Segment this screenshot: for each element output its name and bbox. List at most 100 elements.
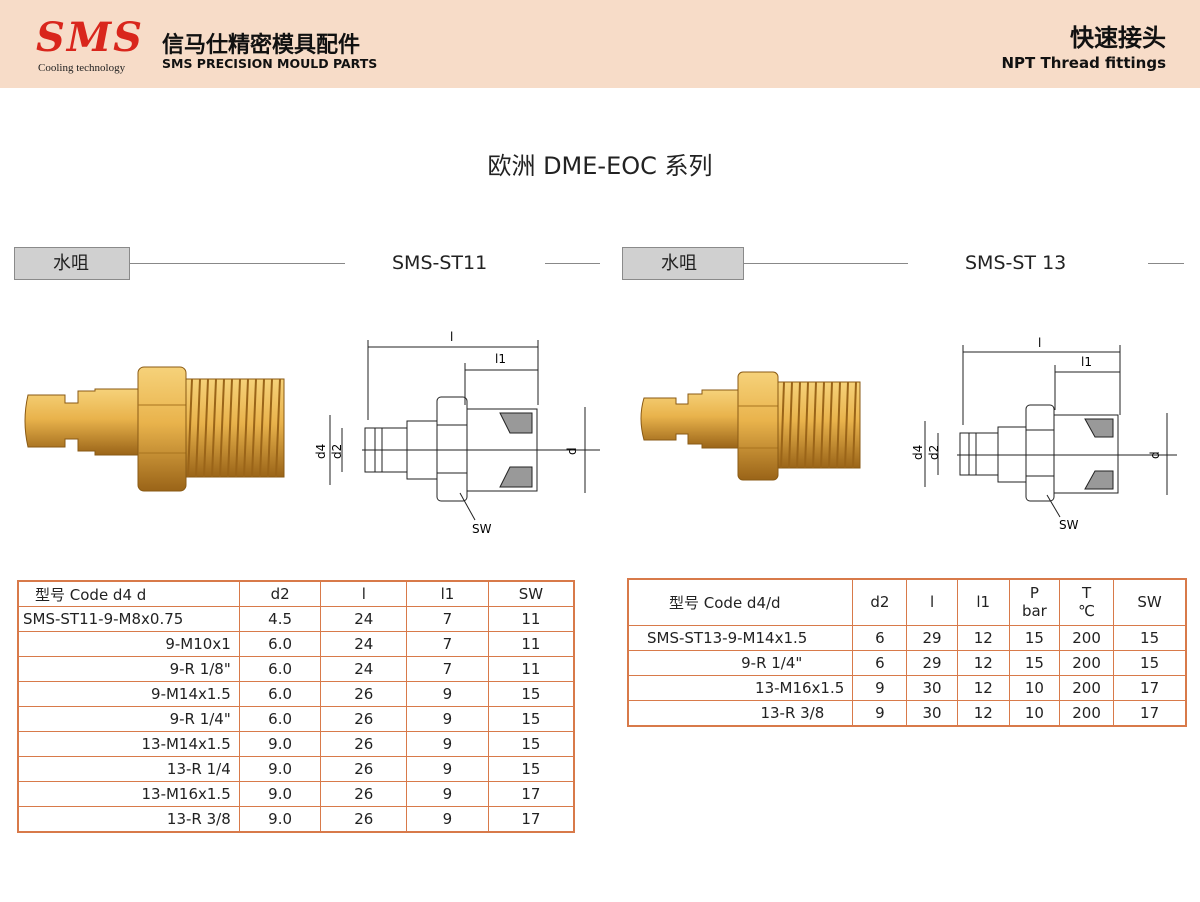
table-cell: 13-M16x1.5 xyxy=(627,674,854,701)
dim-l-label: l xyxy=(450,330,453,344)
dim-sw-label: SW xyxy=(1059,518,1079,532)
table-cell: 6 xyxy=(852,649,908,676)
table-cell: 17 xyxy=(487,781,575,807)
technical-drawing-st13: l l1 d4 d2 d SW xyxy=(911,336,1177,532)
table-cell: 11 xyxy=(487,631,575,657)
table-row: 13-M16x1.5 9.0 26 9 17 xyxy=(17,781,575,807)
column-header: 型号 Code d4/d xyxy=(627,578,854,626)
table-cell: 9-R 1/4" xyxy=(627,649,854,676)
table-header-row: 型号 Code d4 d d2 l l1 SW xyxy=(17,580,575,607)
table-cell: 30 xyxy=(906,699,958,726)
section-model-title: SMS-ST 13 xyxy=(965,252,1067,274)
column-header: P bar xyxy=(1008,578,1061,626)
column-header: l1 xyxy=(406,580,489,607)
table-cell: 29 xyxy=(906,624,958,651)
table-cell: 11 xyxy=(487,656,575,682)
column-header: T ℃ xyxy=(1058,578,1115,626)
table-row: 9-R 1/4" 6.0 26 9 15 xyxy=(17,706,575,732)
section-label: 水咀 xyxy=(14,247,130,280)
table-cell: 9 xyxy=(406,681,489,707)
table-row: 13-R 1/4 9.0 26 9 15 xyxy=(17,756,575,782)
dim-d4-label: d4 xyxy=(314,444,328,459)
table-cell: 6.0 xyxy=(238,656,322,682)
table-cell: SMS-ST13-9-M14x1.5 xyxy=(627,624,854,651)
table-cell: 7 xyxy=(406,606,489,632)
table-cell: 15 xyxy=(1008,649,1061,676)
table-cell: 200 xyxy=(1058,624,1115,651)
divider-line xyxy=(545,263,600,264)
table-cell: 15 xyxy=(1113,649,1187,676)
column-header-t-unit: ℃ xyxy=(1078,602,1096,621)
category-title-en: NPT Thread fittings xyxy=(1001,54,1166,72)
table-cell: 9-M10x1 xyxy=(17,631,240,657)
table-cell: 9-R 1/8" xyxy=(17,656,240,682)
table-cell: 4.5 xyxy=(238,606,322,632)
series-title: 欧洲 DME-EOC 系列 xyxy=(487,152,713,180)
table-cell: 13-R 3/8 xyxy=(17,806,240,833)
column-header-p: P xyxy=(1029,584,1039,603)
table-cell: 200 xyxy=(1058,699,1115,726)
table-cell: 26 xyxy=(320,756,408,782)
table-cell: 9 xyxy=(406,706,489,732)
table-cell: 13-R 1/4 xyxy=(17,756,240,782)
divider-line xyxy=(744,263,908,264)
table-row: 13-M16x1.5 9 30 12 10 200 17 xyxy=(627,674,1187,701)
table-cell: 12 xyxy=(956,699,1010,726)
table-cell: 26 xyxy=(320,681,408,707)
table-cell: 15 xyxy=(487,756,575,782)
page-header: SMS Cooling technology 信马仕精密模具配件 SMS PRE… xyxy=(0,0,1200,88)
table-cell: 200 xyxy=(1058,649,1115,676)
table-cell: 9 xyxy=(406,806,489,833)
table-row: 9-R 1/8" 6.0 24 7 11 xyxy=(17,656,575,682)
table-cell: 9 xyxy=(852,699,908,726)
table-cell: 13-R 3/8 xyxy=(627,699,854,726)
table-cell: 17 xyxy=(487,806,575,833)
table-cell: 26 xyxy=(320,706,408,732)
dim-l1-label: l1 xyxy=(1081,355,1092,369)
table-row: 13-M14x1.5 9.0 26 9 15 xyxy=(17,731,575,757)
table-cell: 24 xyxy=(320,606,408,632)
table-row: 9-M10x1 6.0 24 7 11 xyxy=(17,631,575,657)
table-header-row: 型号 Code d4/d d2 l l1 P bar T ℃ SW xyxy=(627,578,1187,626)
table-cell: 13-M14x1.5 xyxy=(17,731,240,757)
dim-d-label: d xyxy=(565,447,579,455)
table-cell: 9.0 xyxy=(238,781,322,807)
table-cell: 9.0 xyxy=(238,731,322,757)
table-cell: 13-M16x1.5 xyxy=(17,781,240,807)
dim-l1-label: l1 xyxy=(495,352,506,366)
table-cell: 7 xyxy=(406,656,489,682)
table-cell: 9.0 xyxy=(238,756,322,782)
table-cell: SMS-ST11-9-M8x0.75 xyxy=(17,606,240,632)
table-cell: 17 xyxy=(1113,699,1187,726)
column-header: SW xyxy=(487,580,575,607)
section-model-title: SMS-ST11 xyxy=(392,252,488,274)
column-header: d2 xyxy=(852,578,908,626)
table-cell: 9 xyxy=(406,731,489,757)
table-cell: 7 xyxy=(406,631,489,657)
table-cell: 29 xyxy=(906,649,958,676)
table-cell: 30 xyxy=(906,674,958,701)
table-cell: 15 xyxy=(487,681,575,707)
dim-d4-label: d4 xyxy=(911,445,925,460)
brand-logo-subtitle: Cooling technology xyxy=(38,62,126,74)
dim-l-label: l xyxy=(1038,336,1041,350)
column-header-t: T xyxy=(1082,584,1092,603)
column-header: l xyxy=(320,580,408,607)
table-cell: 10 xyxy=(1008,674,1061,701)
product-photo-st13 xyxy=(640,371,861,481)
column-header-p-unit: bar xyxy=(1021,602,1047,621)
table-cell: 15 xyxy=(487,706,575,732)
table-cell: 6.0 xyxy=(238,631,322,657)
table-row: 9-R 1/4" 6 29 12 15 200 15 xyxy=(627,649,1187,676)
table-row: 13-R 3/8 9 30 12 10 200 17 xyxy=(627,699,1187,726)
company-name-en: SMS PRECISION MOULD PARTS xyxy=(162,56,378,71)
column-header: 型号 Code d4 d xyxy=(17,580,240,607)
section-label: 水咀 xyxy=(622,247,744,280)
table-cell: 200 xyxy=(1058,674,1115,701)
divider-line xyxy=(1148,263,1184,264)
table-cell: 12 xyxy=(956,674,1010,701)
dim-d2-label: d2 xyxy=(927,445,941,460)
table-cell: 11 xyxy=(487,606,575,632)
technical-drawing-st11: l l1 d4 d2 d SW xyxy=(314,330,600,536)
dim-d2-label: d2 xyxy=(330,444,344,459)
